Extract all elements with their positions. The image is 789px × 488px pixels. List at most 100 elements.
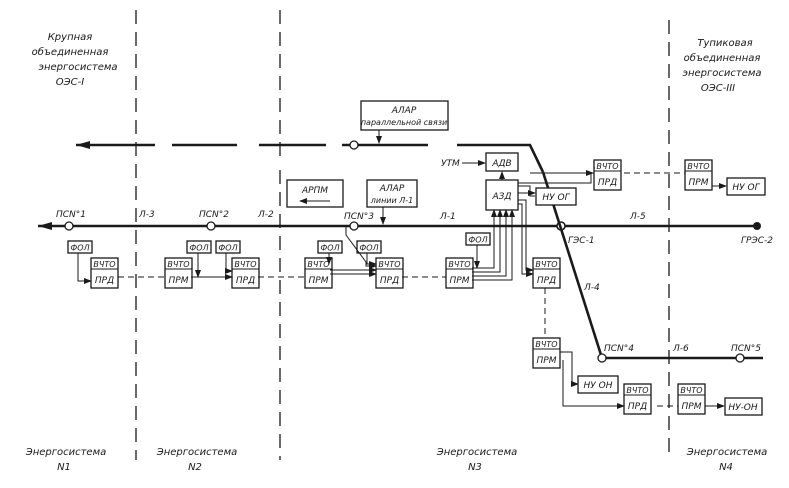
fol-block-6: ФОЛ: [465, 232, 491, 269]
blocks-adv-text: АДВ: [491, 159, 511, 169]
l6-label: Л-6: [672, 344, 689, 354]
nu-og-block: [535, 187, 577, 206]
svg-text:ВЧТО: ВЧТО: [535, 260, 557, 269]
signal-links: [118, 167, 727, 409]
svg-text:ПРМ: ПРМ: [309, 276, 329, 286]
psn2-node: [206, 221, 216, 231]
alar-line-block: [366, 179, 418, 208]
svg-text:ВЧТО: ВЧТО: [448, 260, 470, 269]
svg-text:ПРМ: ПРМ: [689, 178, 709, 188]
regions-top_left-3-text: ОЭС-I: [56, 77, 84, 88]
vchto-prd-azd: ВЧТО ПРД: [532, 257, 561, 289]
fol-block-2: ФОЛ: [186, 240, 212, 278]
svg-text:ПРД: ПРД: [537, 276, 556, 286]
ges1-label: ГЭС-1: [568, 236, 595, 246]
psn5-label: ПСN°5: [731, 344, 761, 354]
svg-text:ПРМ: ПРМ: [169, 276, 189, 286]
regions-top_right-3-text: ОЭС-III: [701, 83, 735, 94]
regions-bottom-1-line1-text: Энергосистема: [156, 447, 238, 458]
psn3-node: [349, 221, 359, 231]
l2-label: Л-2: [257, 210, 274, 220]
nu-og-block-oes3: [726, 177, 766, 196]
svg-text:ФОЛ: ФОЛ: [70, 244, 89, 253]
regions-top_left-0-text: Крупная: [48, 32, 93, 43]
blocks-alar_line_1-text: АЛАР: [379, 184, 405, 194]
psn1-label: ПСN°1: [56, 210, 86, 220]
fol-block-4: ФОЛ: [317, 240, 343, 265]
svg-text:ВЧТО: ВЧТО: [535, 340, 557, 349]
svg-text:ФОЛ: ФОЛ: [320, 244, 339, 253]
fol-block-5: ФОЛ: [356, 240, 382, 267]
svg-text:ВЧТО: ВЧТО: [234, 260, 256, 269]
svg-text:ВЧТО: ВЧТО: [680, 386, 702, 395]
regions-top_right-1-text: объединенная: [684, 52, 761, 64]
parallel-link: [76, 140, 545, 173]
svg-text:ФОЛ: ФОЛ: [359, 244, 378, 253]
utm-label: УТМ: [441, 159, 460, 169]
l5-label: Л-5: [629, 212, 646, 222]
blocks-azd-text: АЗД: [492, 192, 512, 202]
svg-text:ПРД: ПРД: [380, 276, 399, 286]
svg-text:ВЧТО: ВЧТО: [167, 260, 189, 269]
l3-label: Л-3: [138, 210, 155, 220]
blocks-nu_on2-text: НУ-ОН: [728, 403, 758, 413]
vchto-prm-on: ВЧТО ПРМ: [532, 337, 561, 369]
azd-block: [485, 179, 519, 211]
regions-bottom-3-line1-text: Энергосистема: [686, 447, 768, 458]
nu-on-block: [577, 375, 619, 394]
blocks-nu_og-text: НУ ОГ: [542, 193, 570, 203]
psn5-node: [735, 353, 745, 363]
svg-text:ФОЛ: ФОЛ: [468, 236, 487, 245]
fol-block-1: ФОЛ: [67, 240, 93, 284]
svg-text:ВЧТО: ВЧТО: [378, 260, 400, 269]
energy-system-labels: Энергосистема N1 Энергосистема N2 Энерго…: [25, 447, 768, 473]
regions-top_left-2-text: энергосистема: [38, 62, 117, 73]
regions-top_left-1-text: объединенная: [32, 46, 109, 58]
svg-text:ПРД: ПРД: [598, 178, 617, 188]
blocks-alar_parallel_2-text: параллельной связи: [361, 118, 447, 127]
vchto-prd-n3w: ВЧТО ПРД: [375, 257, 404, 289]
regions-bottom-0-line1-text: Энергосистема: [25, 447, 107, 458]
svg-text:ВЧТО: ВЧТО: [626, 386, 648, 395]
svg-text:ВЧТО: ВЧТО: [93, 260, 115, 269]
blocks-nu_on-text: НУ ОН: [584, 381, 613, 391]
fol-blocks: ФОЛ ФОЛ ФОЛ ФОЛ ФОЛ ФОЛ: [67, 232, 491, 284]
svg-text:ФОЛ: ФОЛ: [189, 244, 208, 253]
gres2-node: [753, 222, 761, 230]
blocks-arpm-text: АРПМ: [301, 186, 328, 196]
svg-text:ВЧТО: ВЧТО: [307, 260, 329, 269]
vchto-prm-oes3: ВЧТО ПРМ: [684, 159, 713, 191]
psn3-label: ПСN°3: [344, 212, 374, 222]
psn2-label: ПСN°2: [199, 210, 229, 220]
blocks-alar_line_2-text: линии Л-1: [370, 196, 413, 205]
regions-top_right-2-text: энергосистема: [682, 68, 761, 79]
vchto-prd-on: ВЧТО ПРД: [623, 383, 652, 415]
fol-block-3: ФОЛ: [215, 240, 241, 274]
vchto-blocks: ВЧТОПРДВЧТОПРМВЧТОПРДВЧТОПРМВЧТОПРДВЧТОП…: [90, 159, 713, 415]
vchto-prm-n3w: ВЧТО ПРМ: [304, 257, 333, 289]
vchto-prm-n3e: ВЧТО ПРМ: [445, 257, 474, 289]
parallel-link-node: [349, 140, 359, 150]
psn4-label: ПСN°4: [604, 344, 634, 354]
svg-text:ФОЛ: ФОЛ: [218, 244, 237, 253]
blocks-alar_parallel_1-text: АЛАР: [391, 106, 417, 116]
blocks-nu_og-text: НУ ОГ: [732, 183, 760, 193]
psn1-node: [64, 221, 74, 231]
svg-text:ПРД: ПРД: [628, 402, 647, 412]
svg-text:ПРМ: ПРМ: [537, 356, 557, 366]
regions-bottom-1-line2-text: N2: [188, 462, 202, 473]
psn4-node: [597, 353, 607, 363]
svg-text:ПРМ: ПРМ: [450, 276, 470, 286]
svg-text:ПРМ: ПРМ: [682, 402, 702, 412]
vchto-prm-n2: ВЧТО ПРМ: [164, 257, 193, 289]
arpm-block: [286, 179, 344, 208]
regions-bottom-2-line2-text: N3: [468, 462, 482, 473]
svg-text:ВЧТО: ВЧТО: [687, 162, 709, 171]
vchto-prm-n4: ВЧТО ПРМ: [677, 383, 706, 415]
regions-bottom-0-line2-text: N1: [57, 462, 71, 473]
region-label-oes3: Тупиковая объединенная энергосистема ОЭС…: [682, 38, 761, 94]
